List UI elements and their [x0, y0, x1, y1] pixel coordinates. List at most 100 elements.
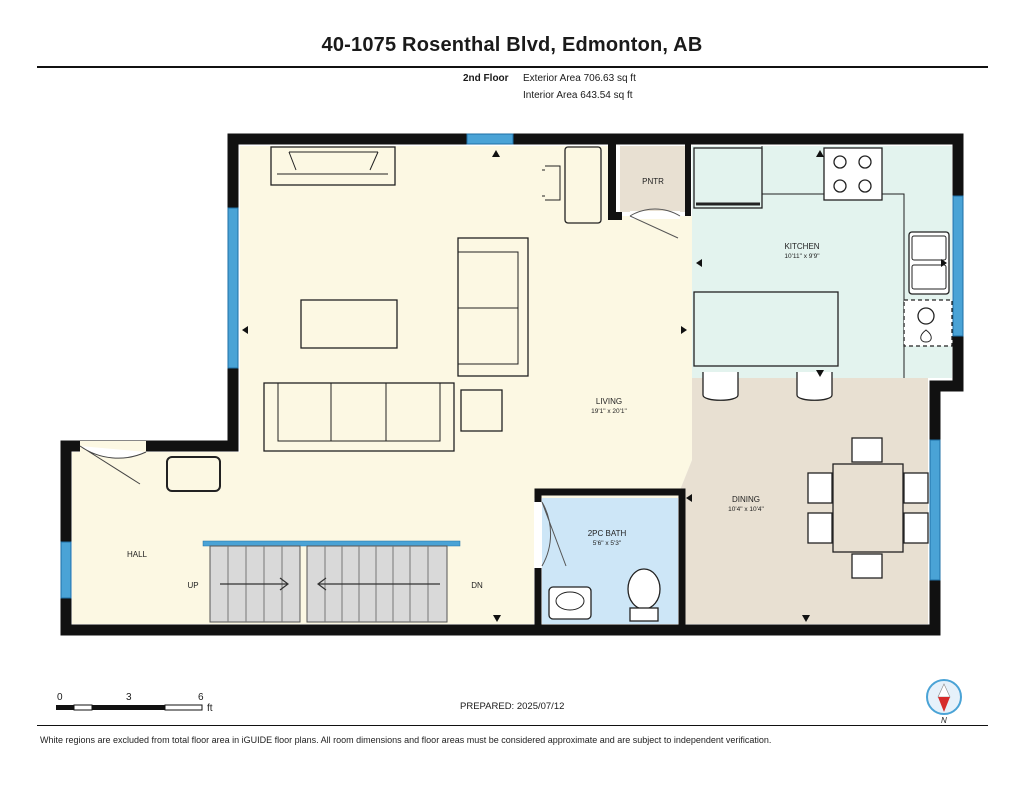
dishwasher-ring	[917, 307, 935, 325]
prepared-date: PREPARED: 2025/07/12	[460, 701, 565, 712]
entry-door	[79, 441, 147, 485]
footer-rule	[37, 725, 988, 726]
view-marker	[493, 615, 501, 622]
dining-table	[832, 463, 904, 553]
sofa-inner	[277, 382, 441, 442]
bath-fixtures	[548, 568, 661, 622]
view-marker	[696, 259, 702, 267]
bath-label: 2PC BATH	[588, 529, 627, 538]
hall-label: HALL	[127, 550, 148, 559]
stool	[796, 372, 833, 401]
view-marker	[492, 150, 500, 157]
exterior-area: Exterior Area 706.63 sq ft	[523, 73, 636, 84]
view-marker	[681, 326, 687, 334]
dining-chair	[903, 472, 929, 504]
door-gap	[80, 441, 146, 452]
desk-chair	[542, 165, 561, 201]
tv-console-detail	[277, 151, 388, 175]
living-furniture	[166, 146, 602, 492]
scale-segment-light	[73, 704, 93, 711]
scale-segment-light	[164, 704, 203, 711]
window-dining	[929, 439, 941, 581]
pantry-fill	[620, 146, 686, 212]
view-marker	[816, 150, 824, 157]
living-dims: 19'1" x 20'1"	[591, 408, 627, 415]
window-kitchen	[952, 195, 964, 337]
living-fill	[72, 146, 692, 624]
stair-up-arrow	[220, 577, 289, 591]
plan-title: 40-1075 Rosenthal Blvd, Edmonton, AB	[321, 34, 703, 56]
burner	[833, 179, 847, 193]
stair-rail	[202, 540, 461, 547]
stairs	[202, 540, 461, 623]
burner	[858, 155, 872, 169]
fridge	[693, 147, 763, 209]
hall-bench	[166, 456, 221, 492]
compass: N	[926, 679, 962, 725]
dishwasher-drop	[920, 329, 932, 343]
burner	[833, 155, 847, 169]
stool	[702, 372, 739, 401]
living-label: LIVING	[596, 397, 622, 406]
dining-chair	[807, 472, 833, 504]
scale-tick-0: 0	[57, 692, 63, 703]
dining-chair	[851, 437, 883, 463]
view-markers	[242, 150, 947, 622]
windows	[60, 133, 964, 599]
dining-dims: 10'4" x 10'4"	[728, 506, 764, 513]
toilet-bowl	[627, 568, 661, 610]
bath-door-swing	[541, 501, 567, 567]
header-rule	[37, 66, 988, 68]
side-table	[460, 389, 503, 432]
toilet-tank	[629, 607, 659, 622]
view-marker	[802, 615, 810, 622]
compass-label: N	[941, 716, 947, 725]
scale-unit: ft	[207, 703, 213, 714]
scale-bar	[56, 704, 203, 711]
window-hall	[60, 541, 72, 599]
kitchen-fixtures	[693, 146, 953, 401]
pantry-door-swing	[629, 208, 681, 239]
burner	[858, 179, 872, 193]
sink-bowl	[911, 235, 947, 261]
tv-console	[270, 146, 396, 186]
scale-segment-dark	[56, 705, 74, 710]
room-labels: PNTR KITCHEN 10'11" x 9'9" LIVING 19'1" …	[127, 177, 820, 590]
sink-bowl	[911, 264, 947, 290]
pantry-door-gap	[630, 211, 680, 219]
compass-needle-south	[938, 697, 950, 712]
pantry-wall	[608, 144, 622, 220]
sofa-cushion-lines	[330, 383, 387, 441]
bath-door-gap	[534, 502, 542, 568]
dining-label: DINING	[732, 495, 760, 504]
kitchen-dims: 10'11" x 9'9"	[784, 253, 820, 260]
stair-down-arrow	[317, 577, 440, 591]
pantry-door	[629, 208, 681, 239]
view-marker	[816, 370, 824, 377]
bath-sink-bowl	[555, 591, 585, 611]
pantry-label: PNTR	[642, 177, 664, 186]
stove	[823, 147, 883, 201]
view-marker	[242, 326, 248, 334]
interior-area: Interior Area 643.54 sq ft	[523, 90, 633, 101]
scale-tick-3: 3	[126, 692, 132, 703]
coffee-table	[300, 299, 398, 349]
scale-segment-dark	[92, 705, 129, 710]
kitchen-sink	[908, 231, 950, 295]
dining-chair	[851, 553, 883, 579]
dining-chair	[903, 512, 929, 544]
door-swing	[79, 445, 147, 485]
desk	[564, 146, 602, 224]
dining-chair	[807, 512, 833, 544]
kitchen-label: KITCHEN	[784, 242, 819, 251]
window-top	[466, 133, 514, 145]
kitchen-island	[693, 291, 839, 367]
window-left	[227, 207, 239, 369]
view-marker	[941, 259, 947, 267]
floor-label: 2nd Floor	[463, 73, 509, 84]
bath-dims: 5'6" x 5'3"	[593, 540, 622, 547]
scale-tick-6: 6	[198, 692, 204, 703]
disclaimer: White regions are excluded from total fl…	[40, 735, 772, 745]
bath-door	[534, 501, 567, 568]
